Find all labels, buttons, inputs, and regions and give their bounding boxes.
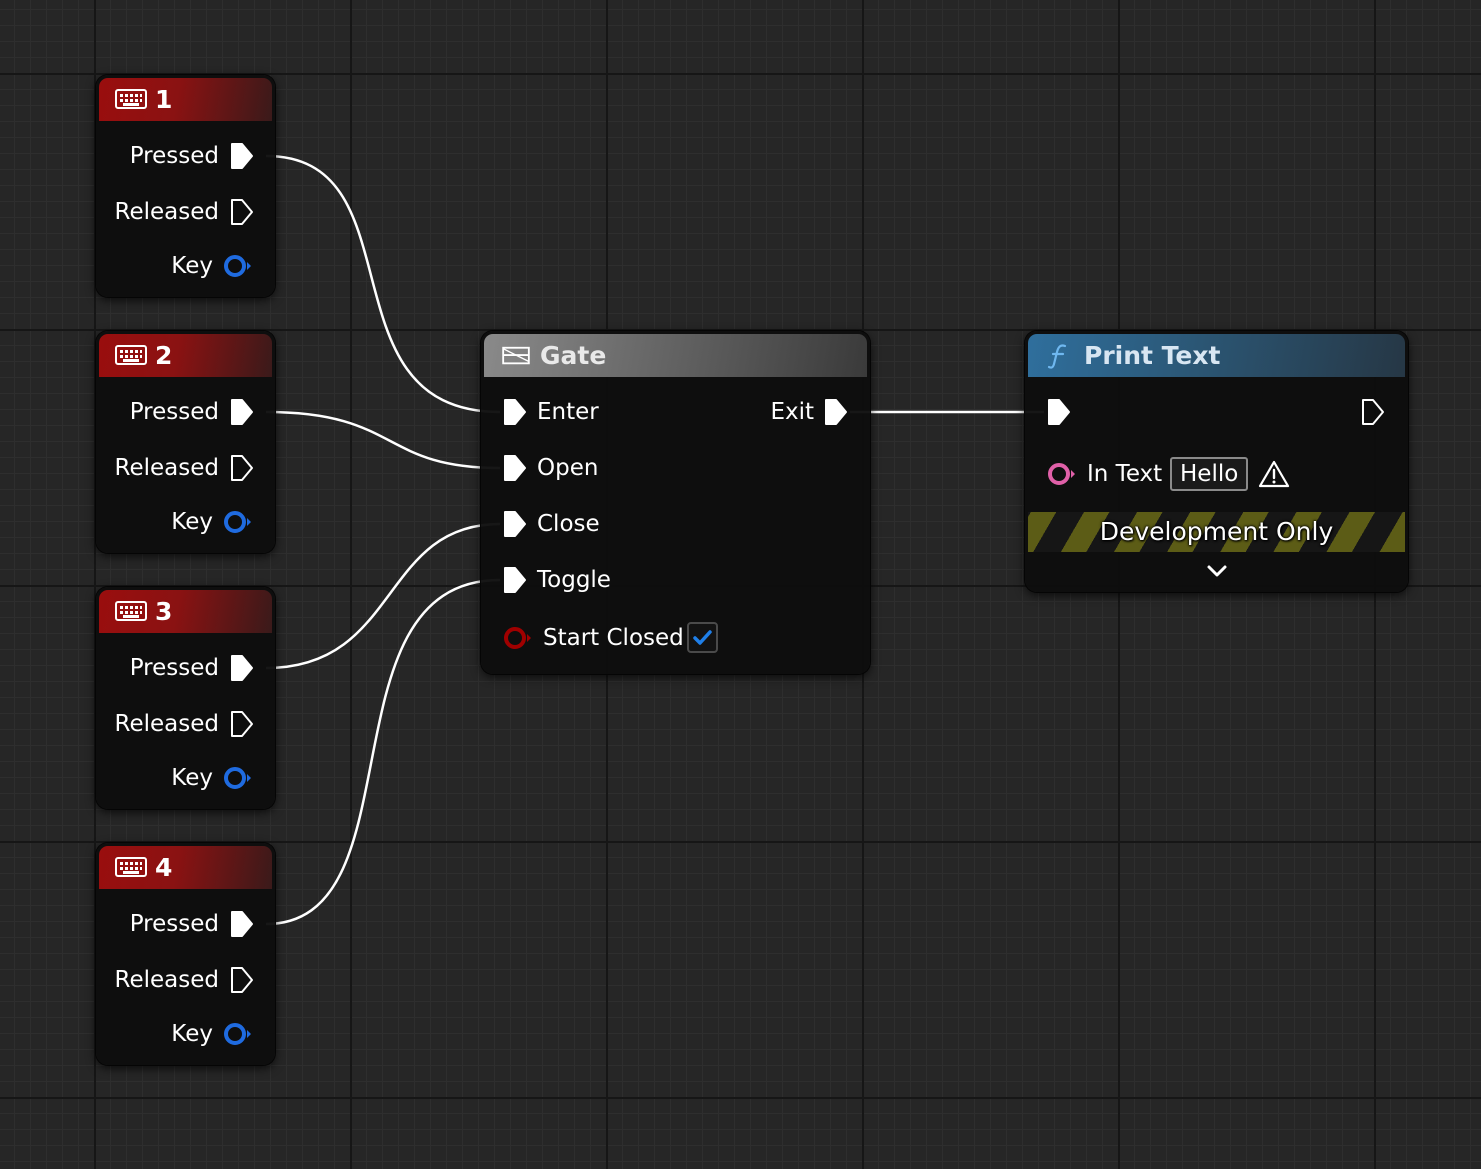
chevron-down-icon[interactable]	[1205, 563, 1229, 579]
exec-pin-filled[interactable]	[229, 398, 255, 426]
node-title: Print Text	[1084, 341, 1221, 370]
key-node-2[interactable]: 2 Pressed Released Key	[96, 331, 275, 553]
development-only-label: Development Only	[1099, 517, 1334, 546]
released-label: Released	[114, 455, 219, 481]
key-pin[interactable]	[222, 508, 252, 536]
gate-node[interactable]: Gate Enter Exit Open Close Toggle Start …	[481, 331, 870, 674]
wire-key1-pressed-to-gate-enter[interactable]	[265, 154, 501, 414]
pressed-label: Pressed	[129, 143, 219, 169]
wire-key2-pressed-to-gate-open[interactable]	[265, 410, 501, 470]
exec-out-pin[interactable]	[1360, 398, 1386, 426]
exec-pin-empty[interactable]	[229, 710, 255, 738]
key-node-header[interactable]: 4	[99, 846, 272, 889]
key-pin[interactable]	[222, 252, 252, 280]
exec-pin-filled[interactable]	[229, 654, 255, 682]
key-pin[interactable]	[222, 1020, 252, 1048]
exec-pin-empty[interactable]	[229, 966, 255, 994]
in-text-pin[interactable]	[1046, 460, 1076, 488]
key-node-3[interactable]: 3 Pressed Released Key	[96, 587, 275, 809]
in-text-label: In Text	[1087, 461, 1163, 487]
node-title: 1	[155, 85, 173, 114]
keyboard-icon	[115, 601, 147, 621]
enter-exec-pin[interactable]	[502, 398, 528, 426]
exec-pin-filled[interactable]	[229, 910, 255, 938]
start-closed-label: Start Closed	[543, 625, 684, 651]
start-closed-bool-pin[interactable]	[502, 624, 532, 652]
pressed-label: Pressed	[129, 911, 219, 937]
enter-label: Enter	[537, 399, 599, 425]
key-pin[interactable]	[222, 764, 252, 792]
key-node-header[interactable]: 2	[99, 334, 272, 377]
key-node-1[interactable]: 1 Pressed Released Key	[96, 75, 275, 297]
keyboard-icon	[115, 857, 147, 877]
node-title: 4	[155, 853, 173, 882]
print-text-node-header[interactable]: Print Text	[1028, 334, 1405, 377]
start-closed-checkbox[interactable]	[687, 622, 718, 653]
node-title: Gate	[540, 341, 607, 370]
released-label: Released	[114, 711, 219, 737]
key-label: Key	[171, 253, 213, 279]
development-only-banner: Development Only	[1028, 512, 1405, 552]
key-node-4[interactable]: 4 Pressed Released Key	[96, 843, 275, 1065]
toggle-label: Toggle	[537, 567, 611, 593]
keyboard-icon	[115, 89, 147, 109]
key-label: Key	[171, 765, 213, 791]
exit-exec-pin[interactable]	[823, 398, 849, 426]
pressed-label: Pressed	[129, 399, 219, 425]
released-label: Released	[114, 967, 219, 993]
node-title: 3	[155, 597, 173, 626]
close-label: Close	[537, 511, 600, 537]
in-text-input[interactable]: Hello	[1170, 457, 1249, 491]
key-label: Key	[171, 1021, 213, 1047]
open-label: Open	[537, 455, 599, 481]
node-title: 2	[155, 341, 173, 370]
wire-key4-pressed-to-gate-toggle[interactable]	[265, 578, 501, 926]
toggle-exec-pin[interactable]	[502, 566, 528, 594]
pressed-label: Pressed	[129, 655, 219, 681]
gate-node-header[interactable]: Gate	[484, 334, 867, 377]
checkmark-icon	[693, 630, 712, 645]
key-node-header[interactable]: 3	[99, 590, 272, 633]
exec-pin-filled[interactable]	[229, 142, 255, 170]
open-exec-pin[interactable]	[502, 454, 528, 482]
wire-key3-pressed-to-gate-close[interactable]	[265, 522, 501, 670]
exec-pin-empty[interactable]	[229, 454, 255, 482]
exec-pin-empty[interactable]	[229, 198, 255, 226]
keyboard-icon	[115, 345, 147, 365]
exit-label: Exit	[770, 399, 814, 425]
key-label: Key	[171, 509, 213, 535]
exec-in-pin[interactable]	[1046, 398, 1072, 426]
released-label: Released	[114, 199, 219, 225]
close-exec-pin[interactable]	[502, 510, 528, 538]
warning-icon	[1258, 460, 1290, 488]
print-text-node[interactable]: Print Text In Text Hello Development Onl…	[1025, 331, 1408, 592]
key-node-header[interactable]: 1	[99, 78, 272, 121]
gate-icon	[502, 346, 530, 365]
function-icon	[1047, 344, 1067, 369]
